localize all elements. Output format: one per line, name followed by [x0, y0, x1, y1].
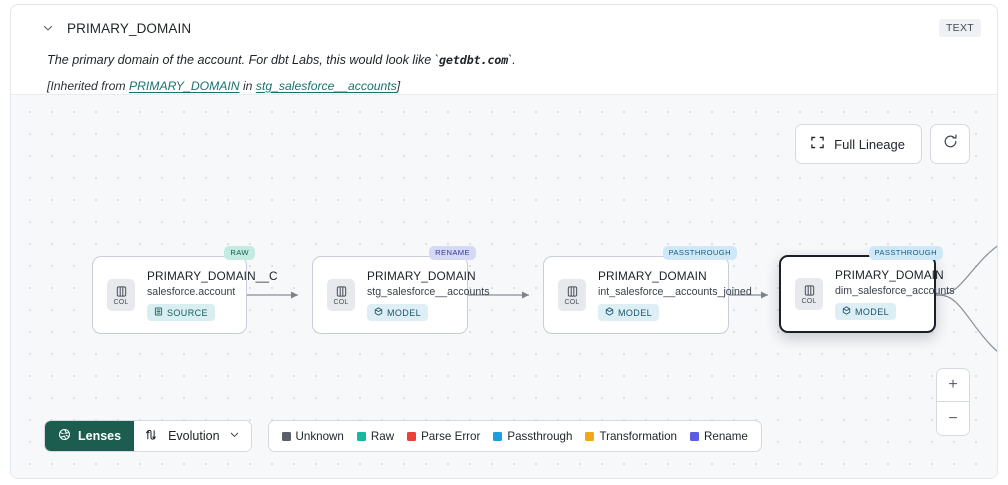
- page-title: PRIMARY_DOMAIN: [67, 20, 192, 36]
- refresh-button[interactable]: [930, 124, 970, 164]
- inherited-column-link[interactable]: PRIMARY_DOMAIN: [128, 78, 240, 93]
- aperture-icon: [58, 428, 71, 444]
- bottom-toolbar: Lenses Evolution: [44, 420, 762, 452]
- node-column-name: PRIMARY_DOMAIN: [835, 268, 944, 282]
- legend-label: Parse Error: [421, 429, 481, 443]
- column-icon-label: COL: [113, 298, 129, 306]
- column-description: The primary domain of the account. For d…: [47, 52, 981, 70]
- inherited-mid: in: [239, 78, 256, 93]
- node-table-name: stg_salesforce__accounts: [367, 286, 490, 298]
- legend-label: Transformation: [599, 429, 678, 443]
- node-body: PRIMARY_DOMAIN int_salesforce__accounts_…: [598, 269, 752, 321]
- node-table-name: dim_salesforce_accounts: [835, 285, 955, 297]
- expand-corners-icon: [810, 135, 825, 153]
- full-lineage-button[interactable]: Full Lineage: [795, 124, 922, 164]
- inherited-from-note: [Inherited from PRIMARY_DOMAIN in stg_sa…: [47, 78, 981, 95]
- refresh-icon: [942, 133, 959, 155]
- column-icon: COL: [558, 279, 586, 311]
- node-kind-badge: MODEL: [835, 303, 897, 320]
- source-database-icon: [154, 307, 163, 318]
- lens-group: Lenses Evolution: [44, 420, 252, 452]
- legend-swatch-raw: [356, 431, 366, 441]
- node-table-name: int_salesforce__accounts_joined: [598, 286, 752, 298]
- node-body: PRIMARY_DOMAIN stg_salesforce__accounts …: [367, 269, 490, 321]
- lineage-canvas[interactable]: Full Lineage + −: [11, 94, 997, 478]
- node-tag: PASSTHROUGH: [662, 246, 737, 260]
- legend-swatch-transformation: [585, 431, 595, 441]
- node-table-name: salesforce.account: [147, 286, 236, 298]
- node-kind-label: SOURCE: [167, 307, 208, 318]
- lineage-node[interactable]: PASSTHROUGH COL PRIMARY_DOMAIN int_sales…: [543, 246, 752, 334]
- description-code: getdbt.com: [439, 53, 509, 67]
- model-cube-icon: [842, 306, 851, 317]
- column-icon-label: COL: [564, 298, 580, 306]
- zoom-out-button[interactable]: −: [937, 402, 969, 435]
- model-cube-icon: [374, 307, 383, 318]
- lineage-node-selected[interactable]: PASSTHROUGH COL PRIMARY_DOMAIN dim_sales…: [779, 246, 955, 333]
- legend-swatch-rename: [690, 431, 700, 441]
- legend-item: Transformation: [585, 430, 677, 443]
- title-row: PRIMARY_DOMAIN: [29, 17, 981, 39]
- zoom-in-button[interactable]: +: [937, 369, 969, 402]
- column-icon-label: COL: [333, 298, 349, 306]
- canvas-controls: Full Lineage: [795, 124, 970, 164]
- node-kind-badge: MODEL: [598, 304, 660, 321]
- inherited-table-link[interactable]: stg_salesforce__accounts: [255, 78, 397, 93]
- legend-swatch-parse-error: [407, 431, 417, 441]
- column-icon: COL: [327, 279, 355, 311]
- status-badge: TEXT: [938, 19, 981, 37]
- lineage-legend: Unknown Raw Parse Error Passthrough: [267, 420, 762, 452]
- column-icon-label: COL: [801, 297, 817, 305]
- lenses-label: Lenses: [78, 429, 122, 443]
- node-column-name: PRIMARY_DOMAIN__C: [147, 269, 278, 283]
- chevron-down-icon: [229, 429, 240, 443]
- node-kind-label: MODEL: [618, 307, 653, 318]
- inherited-open: [Inherited from: [47, 78, 129, 93]
- legend-label: Unknown: [295, 429, 344, 443]
- node-kind-label: MODEL: [855, 306, 890, 317]
- node-tag: RAW: [224, 246, 255, 260]
- inherited-close: ]: [396, 78, 401, 93]
- node-tag: RENAME: [429, 246, 476, 260]
- node-body: PRIMARY_DOMAIN dim_salesforce_accounts M…: [835, 268, 955, 320]
- evolution-flow-icon: [145, 428, 159, 445]
- legend-label: Raw: [370, 429, 395, 443]
- legend-item: Passthrough: [493, 430, 572, 443]
- column-icon: COL: [107, 279, 135, 311]
- full-lineage-label: Full Lineage: [834, 136, 905, 152]
- node-kind-label: MODEL: [387, 307, 422, 318]
- description-suffix: `.: [508, 53, 516, 67]
- lineage-graph: RAW COL PRIMARY_DOMAIN__C salesforce.acc…: [11, 95, 997, 478]
- evolution-label: Evolution: [168, 429, 220, 443]
- legend-item: Parse Error: [407, 430, 480, 443]
- legend-item: Raw: [356, 429, 395, 443]
- node-column-name: PRIMARY_DOMAIN: [598, 269, 707, 283]
- legend-swatch-passthrough: [493, 431, 503, 441]
- node-kind-badge: MODEL: [367, 304, 429, 321]
- node-body: PRIMARY_DOMAIN__C salesforce.account: [147, 269, 278, 321]
- legend-swatch-unknown: [281, 431, 291, 441]
- legend-item: Rename: [690, 430, 748, 443]
- node-column-name: PRIMARY_DOMAIN: [367, 269, 476, 283]
- legend-label: Passthrough: [507, 429, 573, 443]
- lineage-node[interactable]: RENAME COL PRIMARY_DOMAIN stg_salesforce…: [312, 246, 490, 334]
- node-tag: PASSTHROUGH: [868, 246, 943, 260]
- column-detail-card: PRIMARY_DOMAIN TEXT The primary domain o…: [10, 4, 998, 479]
- legend-item: Unknown: [281, 429, 344, 443]
- model-cube-icon: [605, 307, 614, 318]
- zoom-controls: + −: [936, 368, 970, 436]
- legend-label: Rename: [704, 429, 748, 443]
- description-prefix: The primary domain of the account. For d…: [47, 53, 439, 67]
- lineage-node[interactable]: RAW COL PRIMARY_DOMAIN__C salesforce.acc…: [92, 246, 278, 334]
- column-icon: COL: [795, 278, 823, 310]
- node-kind-badge: SOURCE: [147, 304, 215, 321]
- card-header: PRIMARY_DOMAIN TEXT The primary domain o…: [11, 5, 997, 93]
- evolution-dropdown[interactable]: Evolution: [134, 421, 251, 451]
- lenses-button[interactable]: Lenses: [45, 421, 135, 451]
- chevron-down-icon[interactable]: [41, 21, 55, 35]
